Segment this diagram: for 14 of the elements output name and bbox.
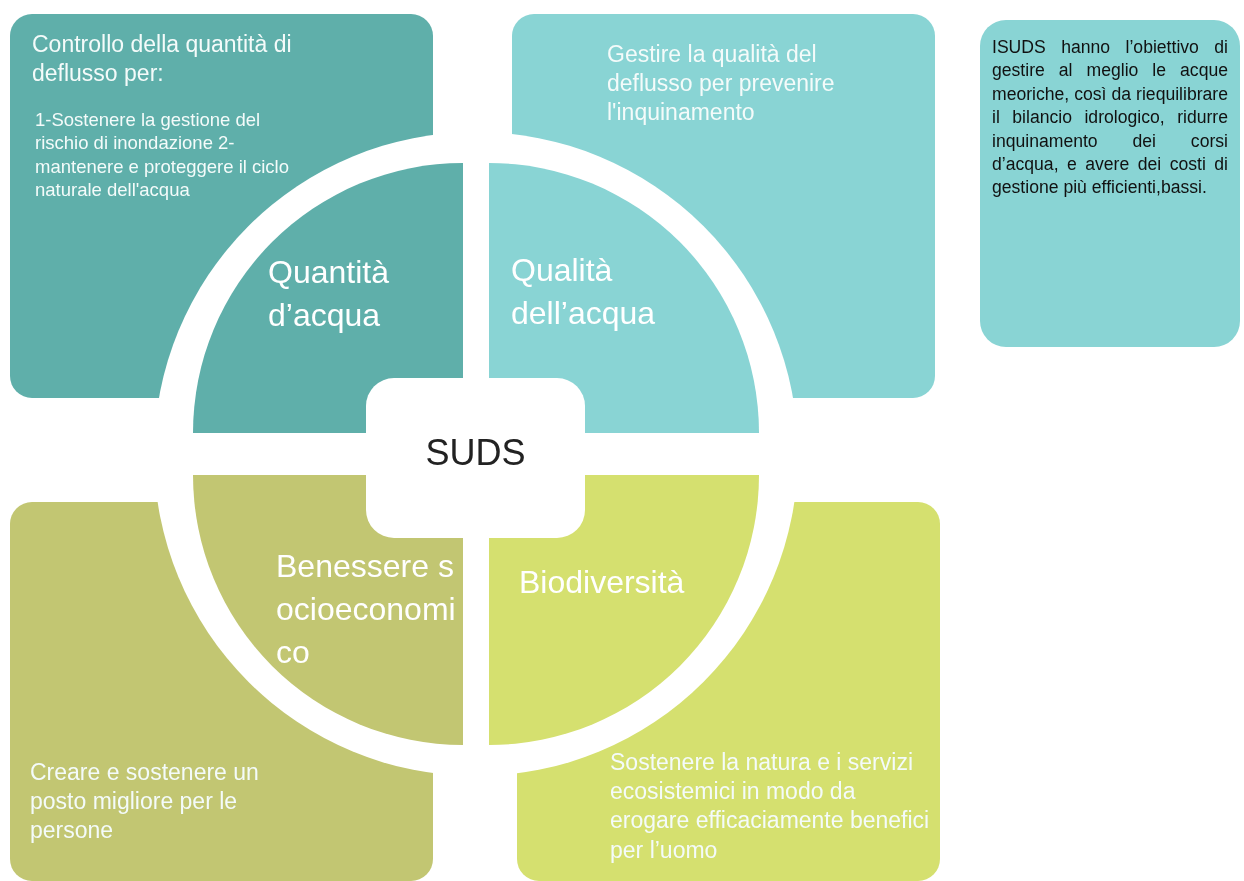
card-text: Controllo della quantità di deflusso per: bbox=[32, 30, 293, 89]
card-text: Gestire la qualità del deflusso per prevenire l'inquinamento bbox=[607, 40, 836, 128]
center-box bbox=[366, 378, 585, 538]
center-label: SUDS bbox=[424, 431, 527, 475]
card-text: Sostenere la natura e i servizi ecosistemici in modo da erogare efficaciamente benefici per l’uomo bbox=[610, 748, 931, 865]
quadrant-title: Qualità dell’acqua bbox=[511, 251, 657, 334]
card-list: 1-Sostenere la gestione del rischio di inondazione 2- mantenere e proteggere il ciclo naturale dell'acqua bbox=[35, 108, 310, 202]
quadrant-title: Biodiversità bbox=[519, 563, 686, 602]
quadrant-sector bbox=[489, 163, 759, 433]
card-text: Creare e sostenere un posto migliore per le persone bbox=[30, 758, 260, 846]
quadrant-title: Quantità d’acqua bbox=[268, 253, 390, 336]
description-text: ISUDS hanno l’obiettivo di gestire al meglio le acque meoriche, così da riequilibrare il bilancio idrologico, ridurre inquinamento dei corsi d’acqua, e avere dei costi di gestione più efficienti,bassi. bbox=[992, 36, 1228, 200]
quadrant-title: Benessere socioeconomico bbox=[276, 547, 456, 673]
description-card bbox=[980, 20, 1240, 347]
